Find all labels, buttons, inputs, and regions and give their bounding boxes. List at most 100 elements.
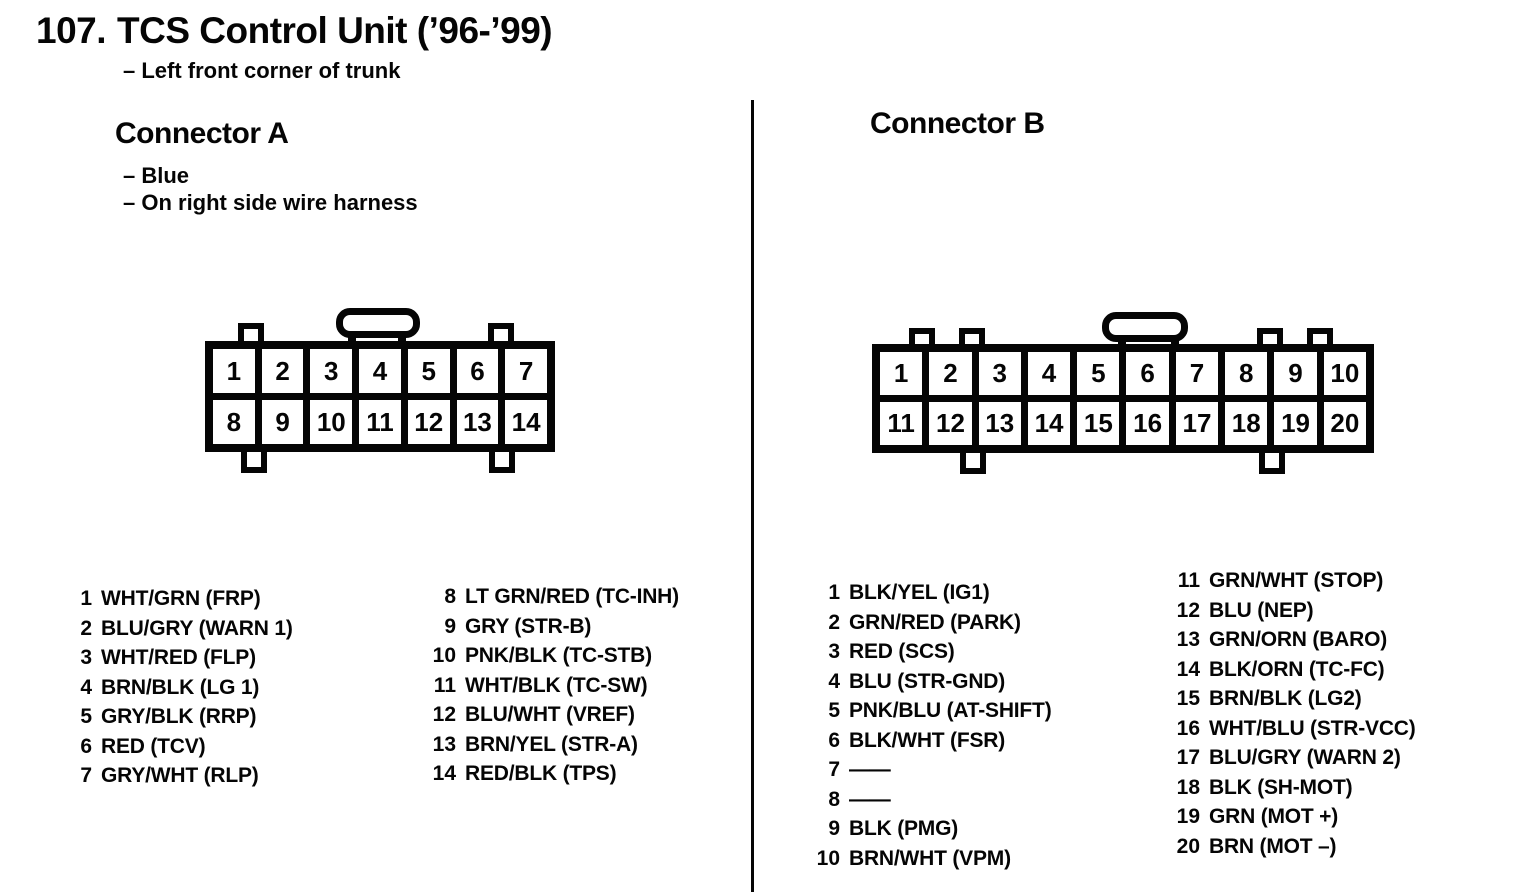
pin-row: 2 GRN/RED (PARK) — [810, 608, 1051, 638]
pin-label: GRY (STR-B) — [465, 614, 592, 638]
pin-cell: 10 — [1323, 352, 1366, 395]
pin-cell: 10 — [310, 400, 353, 444]
pin-row: 13 BRN/YEL (STR-A) — [430, 730, 679, 760]
pin-label: BLU/GRY (WARN 2) — [1209, 746, 1401, 769]
pin-cell: 4 — [1027, 352, 1071, 395]
pin-row: 5 GRY/BLK (RRP) — [66, 702, 293, 732]
pin-cell: 15 — [1077, 402, 1120, 445]
pin-number: 7 — [828, 758, 840, 781]
pin-number: 14 — [432, 762, 456, 785]
pin-cell: 20 — [1323, 402, 1366, 445]
connector-b-title: Connector B — [870, 107, 1045, 140]
connector-latch — [1102, 312, 1188, 342]
pin-label: BLK (SH-MOT) — [1209, 775, 1353, 799]
pin-cell: 12 — [929, 402, 972, 445]
pin-label: WHT/BLK (TC-SW) — [465, 673, 648, 697]
pin-label: BLU (STR-GND) — [849, 669, 1006, 693]
pin-label: GRY/WHT (RLP) — [101, 764, 259, 787]
pin-row: 4 BRN/BLK (LG 1) — [66, 673, 293, 703]
pin-label: BRN/BLK (LG 1) — [101, 675, 260, 699]
pin-number: 10 — [432, 644, 456, 667]
pin-cell: 5 — [1077, 352, 1120, 395]
pin-label: GRY/BLK (RRP) — [101, 705, 257, 728]
connector-a-pin-list-right: 8 LT GRN/RED (TC-INH) 9 GRY (STR-B) 10 P… — [430, 582, 680, 789]
pin-number: 5 — [80, 705, 92, 728]
pin-number: 6 — [80, 734, 92, 758]
pin-label: RED (TCV) — [101, 734, 206, 758]
pin-row: 10 PNK/BLK (TC-STB) — [430, 641, 679, 671]
pin-row: 11 GRN/WHT (STOP) — [1170, 566, 1416, 596]
pin-cell: 16 — [1126, 402, 1169, 445]
pin-cell: 3 — [978, 352, 1021, 395]
pin-label: BRN/BLK (LG2) — [1209, 687, 1362, 710]
pin-label: BLK/WHT (FSR) — [849, 728, 1006, 752]
pin-cell: 14 — [1027, 402, 1071, 445]
pin-row: 6 BLK/WHT (FSR) — [810, 726, 1051, 756]
pin-row: 2 BLU/GRY (WARN 1) — [66, 614, 293, 644]
pin-label: BLU/WHT (VREF) — [465, 703, 635, 726]
pin-number: 7 — [80, 764, 92, 787]
pin-row: 14 BLK/ORN (TC-FC) — [1170, 655, 1416, 685]
pin-row: 20 BRN (MOT –) — [1170, 832, 1416, 862]
pin-cell: 2 — [261, 349, 304, 393]
pin-cell: 7 — [1175, 352, 1219, 395]
pin-cell: 9 — [1274, 352, 1317, 395]
location-note: – Left front corner of trunk — [123, 58, 401, 83]
pin-cell: 1 — [213, 349, 255, 393]
pin-row: 3 WHT/RED (FLP) — [66, 643, 293, 673]
pin-row: 8 LT GRN/RED (TC-INH) — [430, 582, 679, 612]
pin-cell: 9 — [261, 400, 304, 444]
pin-number: 2 — [828, 610, 840, 634]
pin-cell: 17 — [1175, 402, 1219, 445]
connector-latch-post — [348, 334, 356, 346]
pin-cell: 6 — [456, 349, 499, 393]
pin-row: 3 RED (SCS) — [810, 637, 1051, 667]
pin-label: PNK/BLU (AT-SHIFT) — [849, 699, 1052, 722]
pin-cell: 8 — [1225, 352, 1268, 395]
pin-label: RED/BLK (TPS) — [465, 762, 617, 785]
pin-row: 1 WHT/GRN (FRP) — [66, 584, 293, 614]
pin-number: 5 — [828, 699, 840, 722]
pin-cell: 6 — [1126, 352, 1169, 395]
pin-row: 7 GRY/WHT (RLP) — [66, 761, 293, 791]
pin-label: BRN/WHT (VPM) — [849, 846, 1011, 870]
pin-label: PNK/BLK (TC-STB) — [465, 644, 652, 667]
pin-label: BLU (NEP) — [1209, 598, 1314, 622]
pin-number: 10 — [816, 846, 840, 870]
pin-row: 18 BLK (SH-MOT) — [1170, 773, 1416, 803]
pin-number: 2 — [80, 616, 92, 640]
connector-latch — [336, 308, 420, 338]
pin-number: 20 — [1176, 834, 1200, 858]
connector-b-pin-list-right: 11 GRN/WHT (STOP) 12 BLU (NEP) 13 GRN/OR… — [1170, 566, 1416, 861]
pin-row: 17 BLU/GRY (WARN 2) — [1170, 743, 1416, 773]
pin-number: 16 — [1176, 716, 1200, 740]
pin-number: 12 — [1176, 598, 1200, 622]
connector-latch-post — [398, 334, 406, 346]
pin-number: 8 — [828, 787, 840, 811]
pin-cell: 7 — [505, 349, 547, 393]
pin-number: 11 — [433, 673, 456, 697]
pin-number: 18 — [1176, 775, 1200, 799]
pin-label: BRN (MOT –) — [1209, 834, 1337, 858]
pin-label: BLK (PMG) — [849, 817, 959, 840]
pin-label: GRN/ORN (BARO) — [1209, 628, 1388, 651]
pin-number: 14 — [1176, 657, 1200, 681]
pin-row: 10 BRN/WHT (VPM) — [810, 844, 1051, 874]
pin-label: LT GRN/RED (TC-INH) — [465, 585, 679, 608]
pin-row: 11 WHT/BLK (TC-SW) — [430, 671, 679, 701]
pin-label: GRN (MOT +) — [1209, 805, 1339, 828]
pin-cell: 1 — [880, 352, 923, 395]
pin-cell: 13 — [978, 402, 1021, 445]
pin-label: WHT/RED (FLP) — [101, 646, 256, 669]
pin-label: RED (SCS) — [849, 640, 955, 663]
pin-number: 3 — [80, 646, 92, 669]
pin-label: GRN/WHT (STOP) — [1209, 569, 1384, 592]
pin-number: 4 — [80, 675, 92, 699]
pin-number: 3 — [828, 640, 840, 663]
pin-number: 1 — [80, 587, 92, 610]
pin-cell: 2 — [929, 352, 972, 395]
